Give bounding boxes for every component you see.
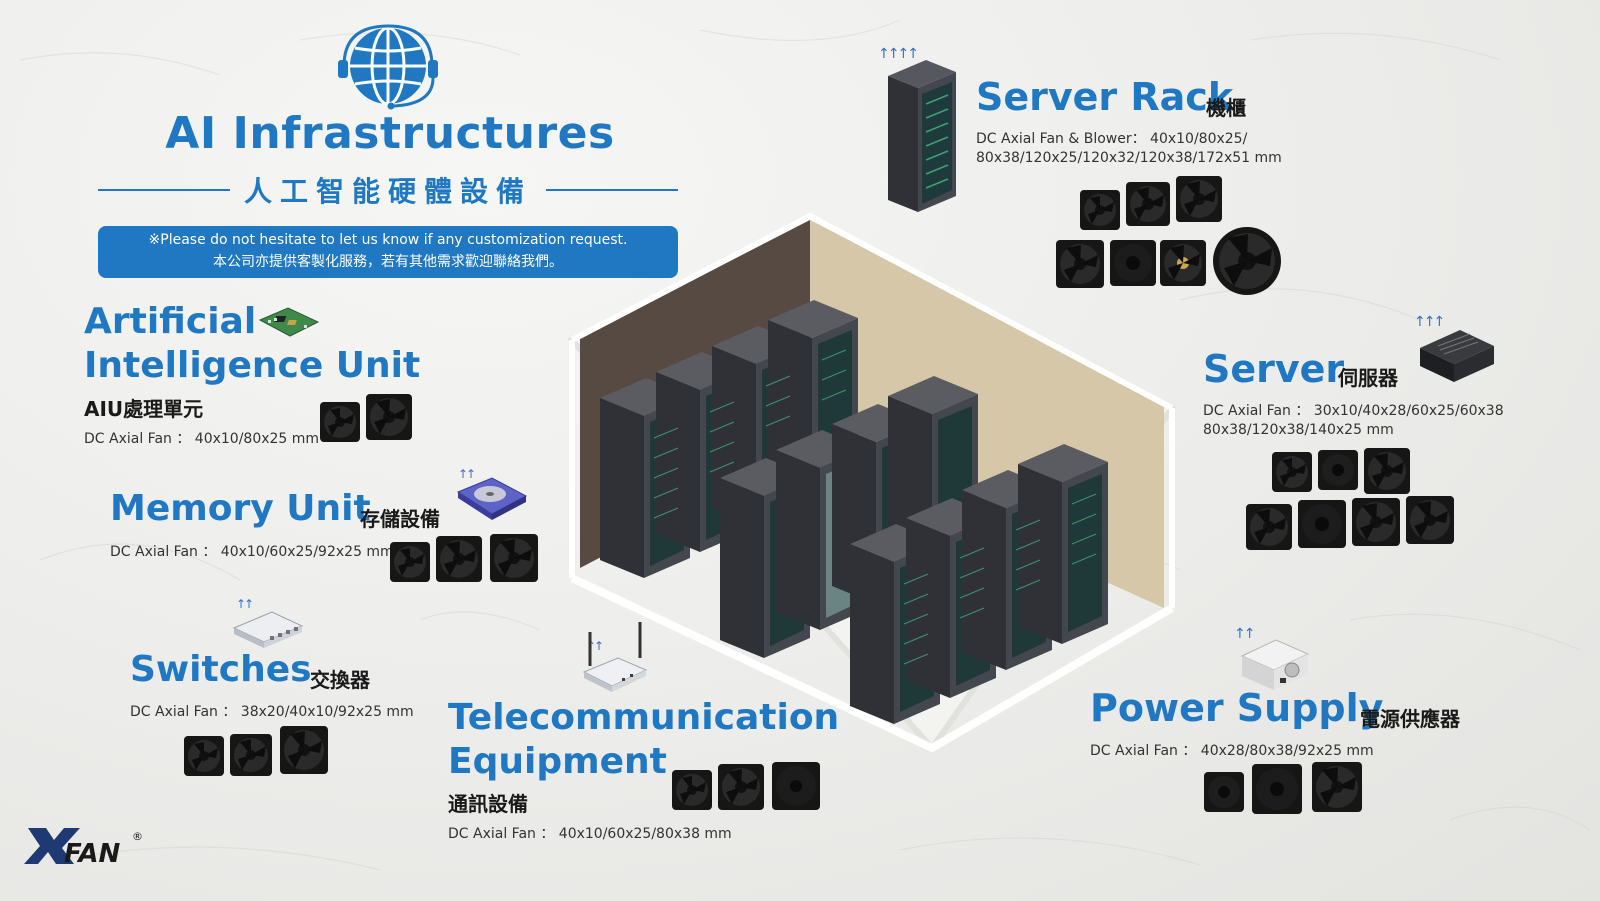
airflow-arrows-icon: ↑↑ [236,597,254,611]
airflow-arrows-icon: ↑↑ [1234,626,1256,642]
fan-icon [1204,772,1244,812]
fan-icon [1312,762,1362,812]
fan-icon [1298,500,1346,548]
memory-spec: DC Axial Fan ： 40x10/60x25/92x25 mm [110,544,394,560]
fan-icon [1160,240,1206,286]
fan-icon [184,736,224,776]
svg-text:®: ® [132,830,143,843]
power-supply-spec: DC Axial Fan ： 40x28/80x38/92x25 mm [1090,743,1374,759]
fan-icon [1318,450,1358,490]
fan-icon [1176,176,1222,222]
server-rack-title: Server Rack [976,75,1234,119]
fan-icon [1272,452,1312,492]
telecom-label-zh: 通訊設備 [448,792,528,816]
aiu-spec: DC Axial Fan ： 40x10/80x25 mm [84,431,320,447]
notice-line-en: ※Please do not hesitate to let us know i… [148,232,628,248]
fan-icon [320,402,360,442]
rack-row-front [850,444,1108,724]
fan-icon [1080,190,1120,230]
telecom-title-line2: Equipment [448,741,667,782]
notice-line-zh: 本公司亦提供客製化服務，若有其他需求歡迎聯絡我們。 [213,254,563,270]
aiu-label-zh: AIU處理單元 [84,397,204,421]
airflow-arrows-icon: ↑↑↑ [1414,314,1445,330]
telecom-spec: DC Axial Fan ： 40x10/60x25/80x38 mm [448,826,732,842]
server-box-icon [1420,330,1494,382]
memory-label-zh: 存儲設備 [360,507,440,531]
fan-icon [1056,240,1104,288]
aiu-title-line1: Artificial [84,301,257,342]
fan-icon [1213,227,1281,295]
memory-title: Memory Unit [110,488,371,529]
fan-icon [436,536,482,582]
fan-icon [230,734,272,776]
page-subtitle: 人工智能硬體設備 [244,175,533,208]
power-supply-icon [1240,639,1310,690]
circuit-board-icon [258,307,320,337]
fan-icon [1352,498,1400,546]
fan-icon [1126,182,1170,226]
svg-text:FAN: FAN [64,839,121,868]
customization-notice: ※Please do not hesitate to let us know i… [98,226,678,278]
server-spec-line1: DC Axial Fan ： 30x10/40x28/60x25/60x38 [1203,403,1504,419]
server-rack-spec-line1: DC Axial Fan & Blower： 40x10/80x25/ [976,131,1248,147]
page-title: AI Infrastructures [165,108,615,159]
server-title: Server [1203,347,1345,391]
server-rack-spec-line2: 80x38/120x25/120x32/120x38/172x51 mm [976,150,1282,166]
fan-icon [1246,504,1292,550]
fan-icon [280,726,328,774]
fan-icon [672,770,712,810]
aiu-title-line2: Intelligence Unit [84,345,421,386]
switches-label-zh: 交換器 [310,668,370,692]
fan-icon [1252,764,1302,814]
network-switch-icon [232,611,304,648]
airflow-arrows-icon: ↑↑ [458,467,476,481]
fan-icon [718,764,764,810]
fan-icon [390,542,430,582]
power-supply-label-zh: 電源供應器 [1360,707,1460,731]
power-supply-title: Power Supply [1090,686,1384,730]
telecom-title: Telecommunication Equipment [448,696,839,784]
router-icon [582,622,648,692]
globe-headset-icon [338,24,438,110]
server-label-zh: 伺服器 [1338,366,1398,390]
xfan-logo: FAN ® [24,828,143,868]
aiu-title: Artificial Intelligence Unit [84,300,420,388]
fan-icon [1364,448,1410,494]
fan-icon [1110,240,1156,286]
data-center-room-illustration [567,212,1177,753]
switches-title: Switches [130,649,312,690]
fan-icon [366,394,412,440]
switches-spec: DC Axial Fan ： 38x20/40x10/92x25 mm [130,704,414,720]
telecom-title-line1: Telecommunication [448,697,840,738]
subtitle-row: 人工智能硬體設備 [98,170,679,210]
server-spec-line2: 80x38/120x38/140x25 mm [1203,422,1394,438]
airflow-arrows-icon: ↑↑↑↑ [878,46,919,62]
divider-right [546,189,679,191]
fan-icon [772,762,820,810]
fan-icon [490,534,538,582]
server-rack-icon [888,60,956,212]
hard-drive-icon [456,477,528,520]
server-rack-label-zh: 機櫃 [1206,96,1246,120]
rack-row-back [600,300,858,578]
divider-left [98,189,230,191]
fan-icon [1406,496,1454,544]
